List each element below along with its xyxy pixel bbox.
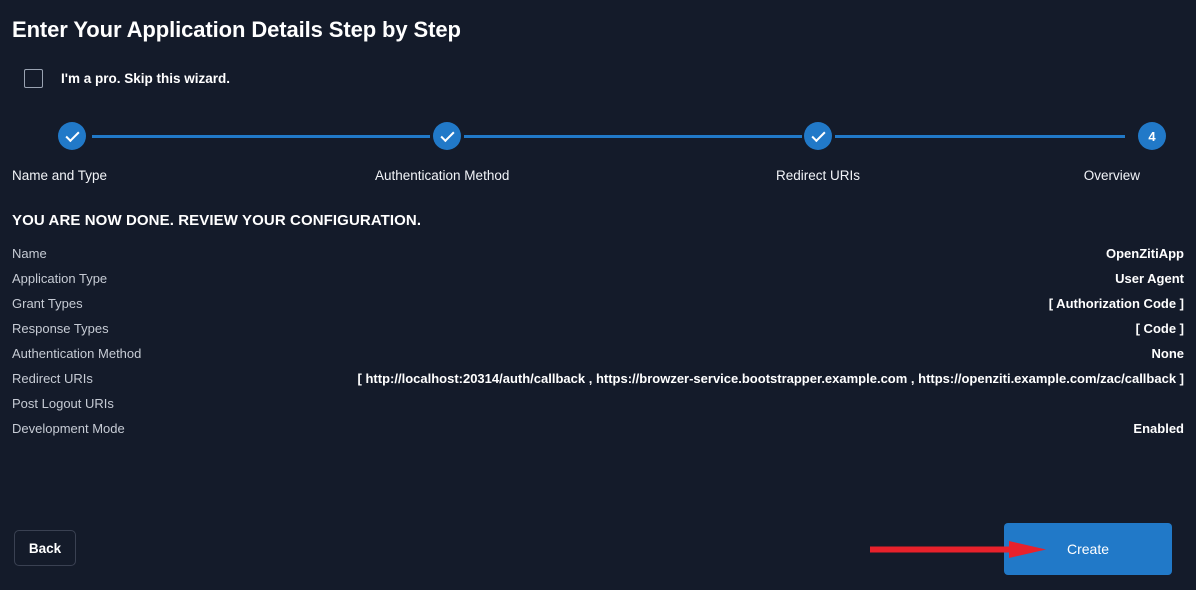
stepper-node-redirect-uris[interactable] <box>804 122 832 150</box>
page-title: Enter Your Application Details Step by S… <box>12 17 461 42</box>
summary-value: None <box>1151 346 1185 361</box>
summary-value: Enabled <box>1133 421 1184 436</box>
step-number: 4 <box>1148 128 1156 144</box>
summary-row-grant-types: Grant Types [ Authorization Code ] <box>12 296 1184 321</box>
create-button[interactable]: Create <box>1004 523 1172 575</box>
check-icon <box>64 127 80 142</box>
summary-row-application-type: Application Type User Agent <box>12 271 1184 296</box>
summary-value: [ Code ] <box>1135 321 1184 336</box>
summary-row-name: Name OpenZitiApp <box>12 246 1184 271</box>
summary-value: User Agent <box>1115 271 1184 286</box>
stepper-node-name-and-type[interactable] <box>58 122 86 150</box>
stepper-connector-2 <box>464 135 802 138</box>
summary-key: Authentication Method <box>12 346 142 361</box>
summary-key: Name <box>12 246 47 261</box>
review-heading: YOU ARE NOW DONE. REVIEW YOUR CONFIGURAT… <box>12 212 422 229</box>
skip-wizard-row: I'm a pro. Skip this wizard. <box>12 69 1184 88</box>
summary-row-authentication-method: Authentication Method None <box>12 346 1184 371</box>
summary-key: Post Logout URIs <box>12 396 114 411</box>
stepper-label-overview: Overview <box>1083 168 1140 183</box>
summary-row-response-types: Response Types [ Code ] <box>12 321 1184 346</box>
wizard-footer: Back Create <box>12 523 1184 575</box>
summary-value: [ http://localhost:20314/auth/callback ,… <box>357 371 1184 386</box>
summary-row-redirect-uris: Redirect URIs [ http://localhost:20314/a… <box>12 371 1184 396</box>
summary-value: [ Authorization Code ] <box>1048 296 1184 311</box>
back-button[interactable]: Back <box>14 530 76 566</box>
stepper-node-overview[interactable]: 4 <box>1138 122 1166 150</box>
wizard-stepper: 4 Name and Type Authentication Method Re… <box>12 122 1184 184</box>
summary-value: OpenZitiApp <box>1106 246 1184 261</box>
stepper-label-authentication-method: Authentication Method <box>375 168 510 183</box>
stepper-track: 4 <box>12 122 1184 154</box>
check-icon <box>810 127 826 142</box>
summary-key: Development Mode <box>12 421 125 436</box>
summary-key: Response Types <box>12 321 109 336</box>
stepper-connector-1 <box>92 135 430 138</box>
stepper-label-name-and-type: Name and Type <box>12 168 108 183</box>
summary-key: Redirect URIs <box>12 371 93 386</box>
summary-key: Grant Types <box>12 296 83 311</box>
stepper-connector-3 <box>835 135 1125 138</box>
stepper-label-redirect-uris: Redirect URIs <box>776 168 861 183</box>
stepper-node-authentication-method[interactable] <box>433 122 461 150</box>
checkbox-unchecked-icon[interactable] <box>24 69 43 88</box>
stepper-labels: Name and Type Authentication Method Redi… <box>12 168 1184 188</box>
skip-wizard-label: I'm a pro. Skip this wizard. <box>61 71 230 86</box>
check-icon <box>439 127 455 142</box>
summary-row-development-mode: Development Mode Enabled <box>12 421 1184 446</box>
summary-row-post-logout-uris: Post Logout URIs <box>12 396 1184 421</box>
summary-key: Application Type <box>12 271 108 286</box>
configuration-summary: Name OpenZitiApp Application Type User A… <box>12 246 1184 446</box>
